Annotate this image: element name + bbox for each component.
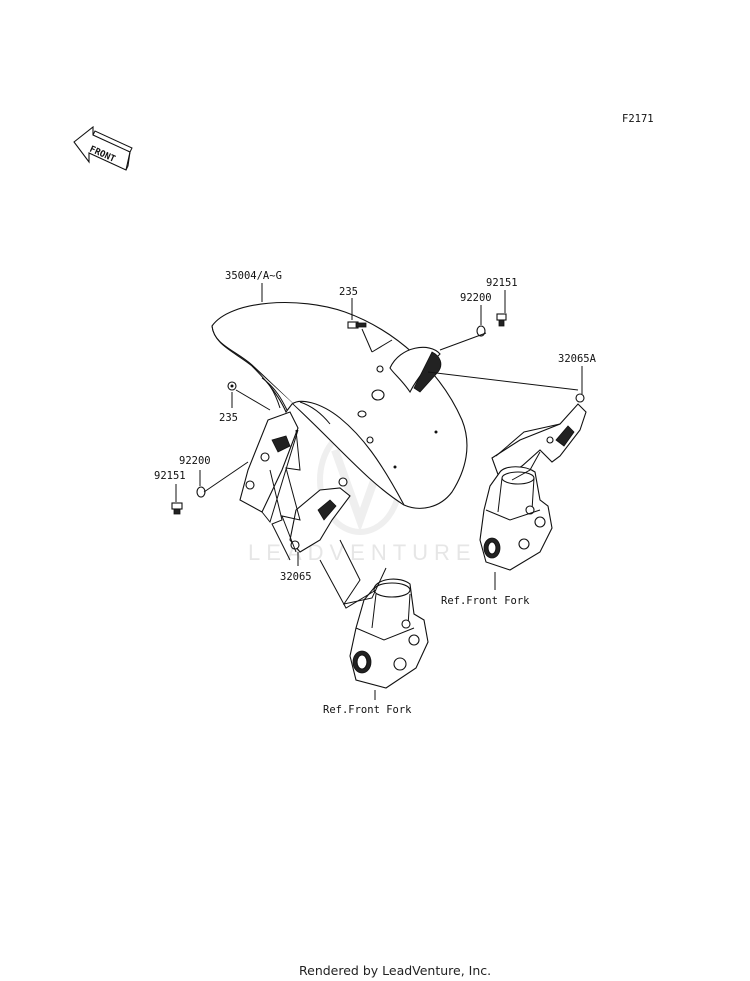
front-fender <box>211 301 468 509</box>
footer-credit: Rendered by LeadVenture, Inc. <box>299 963 491 978</box>
callout-32065: 32065 <box>280 571 312 583</box>
leader-lines <box>175 283 583 700</box>
callout-92200-left: 92200 <box>179 455 211 467</box>
callout-92200-top: 92200 <box>460 292 492 304</box>
washer-92200-top <box>476 325 486 337</box>
callout-235-left: 235 <box>219 412 238 424</box>
front-arrow-icon: FRONT <box>73 125 133 171</box>
bracket-32065 <box>289 477 351 553</box>
right-front-fork-lower <box>479 466 553 571</box>
screw-235-left <box>227 381 237 391</box>
figure-code: F2171 <box>622 113 654 125</box>
callout-235-top: 235 <box>339 286 358 298</box>
callout-92151-top: 92151 <box>486 277 518 289</box>
callout-32065a: 32065A <box>558 353 597 365</box>
bracket-32065a <box>491 393 587 481</box>
screw-235-top <box>347 321 367 329</box>
left-fender-stay <box>239 411 299 524</box>
callout-ref-front-fork-bottom: Ref.Front Fork <box>323 704 412 716</box>
callout-ref-front-fork-right: Ref.Front Fork <box>441 595 530 607</box>
left-front-fork-lower <box>349 578 429 689</box>
callout-92151-left: 92151 <box>154 470 186 482</box>
watermark-text: LEADVENTURE <box>248 540 477 565</box>
bolt-92151-top <box>496 313 507 327</box>
washer-92200-left <box>196 486 206 498</box>
bolt-92151-left <box>171 502 183 515</box>
callout-35004: 35004/A~G <box>225 270 282 282</box>
